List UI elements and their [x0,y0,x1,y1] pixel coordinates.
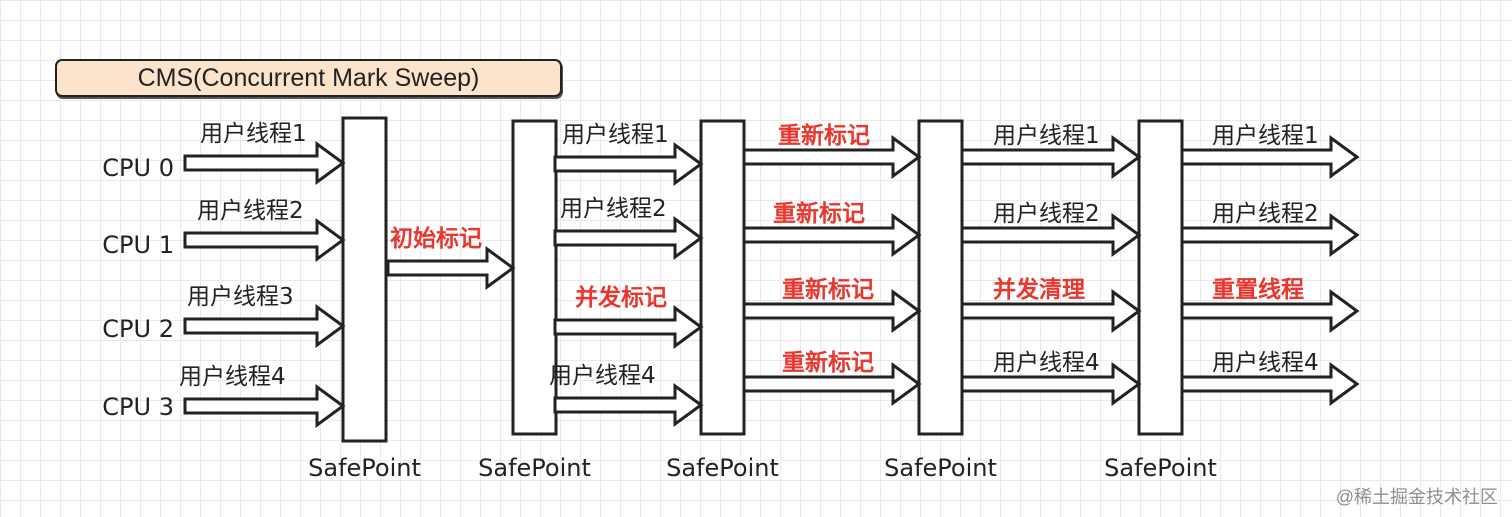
diagram-title: CMS(Concurrent Mark Sweep) [55,59,562,97]
safepoint-label-3: SafePoint [666,454,779,482]
cpu-label-2: CPU 2 [102,315,174,343]
stage-5-arrow-2 [960,213,1142,257]
stage-2-label-1: 初始标记 [390,225,482,252]
stage-3-arrow-4 [553,383,704,427]
stage-4-arrow-1 [742,135,922,179]
stage-5-arrow-1 [960,135,1142,179]
stage-5-arrow-3 [960,289,1142,333]
watermark: @稀土掘金技术社区 [1335,487,1498,507]
stage-4-arrow-3 [742,289,922,333]
safepoint-label-4: SafePoint [884,454,997,482]
cpu-label-0: CPU 0 [102,154,174,182]
stage-6-label-4: 用户线程4 [1212,350,1319,376]
stage-1-label-3: 用户线程3 [187,284,294,310]
stage-6-label-2: 用户线程2 [1212,201,1319,227]
stage-5-arrow-4 [960,362,1142,406]
cpu-label-3: CPU 3 [102,393,174,421]
stage-1-arrow-4 [183,384,346,428]
stage-4-arrow-2 [742,213,922,257]
stage-5-label-3: 并发清理 [993,276,1085,303]
stage-2-arrow-1 [386,246,516,290]
stage-3-label-3: 并发标记 [575,284,667,311]
stage-3-arrow-1 [553,142,704,186]
stage-3-label-1: 用户线程1 [562,122,669,148]
safepoint-bar-2 [511,119,558,436]
stage-6-arrow-1 [1180,135,1360,179]
safepoint-bar-3 [699,119,746,436]
stage-4-label-2: 重新标记 [773,200,865,227]
stage-3-label-4: 用户线程4 [549,363,656,389]
stage-6-arrow-2 [1180,213,1360,257]
stage-6-arrow-3 [1180,289,1360,333]
safepoint-bar-1 [341,116,388,443]
stage-5-label-4: 用户线程4 [993,350,1100,376]
stage-1-arrow-1 [183,141,346,185]
safepoint-label-1: SafePoint [308,454,421,482]
stage-6-label-1: 用户线程1 [1212,123,1319,149]
cpu-label-1: CPU 1 [102,231,174,259]
safepoint-label-5: SafePoint [1104,454,1217,482]
safepoint-label-2: SafePoint [478,454,591,482]
stage-3-arrow-2 [553,216,704,260]
safepoint-bar-5 [1137,119,1184,436]
stage-4-label-4: 重新标记 [782,349,874,376]
stage-4-label-3: 重新标记 [782,276,874,303]
stage-6-label-3: 重置线程 [1212,276,1304,303]
safepoint-bar-4 [917,119,964,436]
stage-1-label-4: 用户线程4 [179,364,286,390]
stage-1-arrow-3 [183,304,346,348]
stage-5-label-1: 用户线程1 [993,123,1100,149]
stage-1-label-1: 用户线程1 [200,121,307,147]
stage-5-label-2: 用户线程2 [993,201,1100,227]
stage-1-label-2: 用户线程2 [197,198,304,224]
stage-4-arrow-4 [742,362,922,406]
stage-3-label-2: 用户线程2 [560,196,667,222]
stage-4-label-1: 重新标记 [778,122,870,149]
stage-1-arrow-2 [183,218,346,262]
stage-3-arrow-3 [553,305,704,349]
stage-6-arrow-4 [1180,362,1360,406]
